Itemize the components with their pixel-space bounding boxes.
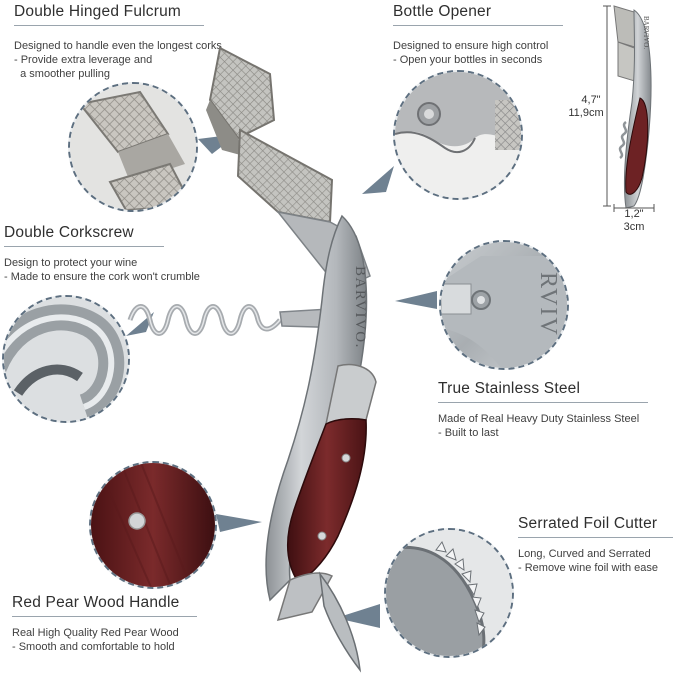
- size-diagram-image: BARVIVO.: [613, 5, 652, 209]
- feature-desc: Designed to ensure high control - Open y…: [393, 40, 549, 66]
- title-rule: [518, 537, 673, 538]
- height-inches: 4,7": [581, 94, 601, 106]
- title-rule: [14, 25, 204, 26]
- size-diagram-brand: BARVIVO.: [642, 16, 650, 49]
- steel-detail-image: RVIV: [439, 240, 569, 370]
- feature-fulcrum: Double Hinged Fulcrum Designed to handle…: [14, 3, 222, 81]
- title-rule: [438, 402, 648, 403]
- feature-cutter: Serrated Foil Cutter Long, Curved and Se…: [518, 515, 673, 575]
- width-dimension-label: 1,2" 3cm: [612, 208, 656, 234]
- cutter-detail-image: [384, 528, 514, 658]
- title-rule: [12, 616, 197, 617]
- pointer-opener: [362, 166, 394, 194]
- feature-title: Serrated Foil Cutter: [518, 515, 658, 532]
- steel-body: [265, 214, 368, 602]
- width-inches: 1,2": [624, 208, 644, 220]
- height-dimension-line: [603, 5, 611, 207]
- feature-desc: Long, Curved and Serrated - Remove wine …: [518, 548, 659, 574]
- feature-title: Red Pear Wood Handle: [12, 594, 180, 611]
- pointer-handle: [216, 514, 262, 532]
- feature-corkscrew: Double Corkscrew Design to protect your …: [4, 224, 200, 284]
- feature-steel: True Stainless Steel Made of Real Heavy …: [438, 380, 648, 440]
- lower-fulcrum-lever: [236, 128, 334, 224]
- opener-detail-image: [393, 70, 523, 200]
- feature-desc: Made of Real Heavy Duty Stainless Steel …: [438, 413, 640, 439]
- foil-cutter-blade: [318, 571, 362, 673]
- pointer-steel: [395, 291, 437, 309]
- brand-label: BARVIVO.: [352, 266, 368, 349]
- pointer-cutter: [336, 604, 380, 628]
- feature-handle: Red Pear Wood Handle Real High Quality R…: [12, 594, 197, 654]
- height-cm: 11,9cm: [568, 107, 604, 119]
- title-rule: [4, 246, 164, 247]
- feature-title: Bottle Opener: [393, 3, 492, 20]
- corkscrew-illustration: BARVIVO.: [127, 46, 377, 673]
- title-rule: [393, 25, 563, 26]
- height-dimension-label: 4,7" 11,9cm: [568, 94, 606, 120]
- width-dimension-line: [613, 204, 655, 212]
- feature-title: True Stainless Steel: [438, 380, 581, 397]
- upper-fulcrum-lever: [208, 46, 276, 140]
- fulcrum-detail-image: [68, 82, 198, 212]
- feature-desc: Designed to handle even the longest cork…: [14, 40, 222, 80]
- corkscrew-detail-image: [2, 295, 130, 423]
- feature-opener: Bottle Opener Designed to ensure high co…: [393, 3, 563, 67]
- handle-detail-image: [89, 461, 217, 589]
- corkscrew-worm: [127, 304, 351, 336]
- brand-engraving: RVIV: [535, 272, 561, 337]
- feature-desc: Real High Quality Red Pear Wood - Smooth…: [12, 627, 179, 653]
- width-cm: 3cm: [623, 221, 645, 233]
- feature-title: Double Corkscrew: [4, 224, 134, 241]
- feature-title: Double Hinged Fulcrum: [14, 3, 182, 20]
